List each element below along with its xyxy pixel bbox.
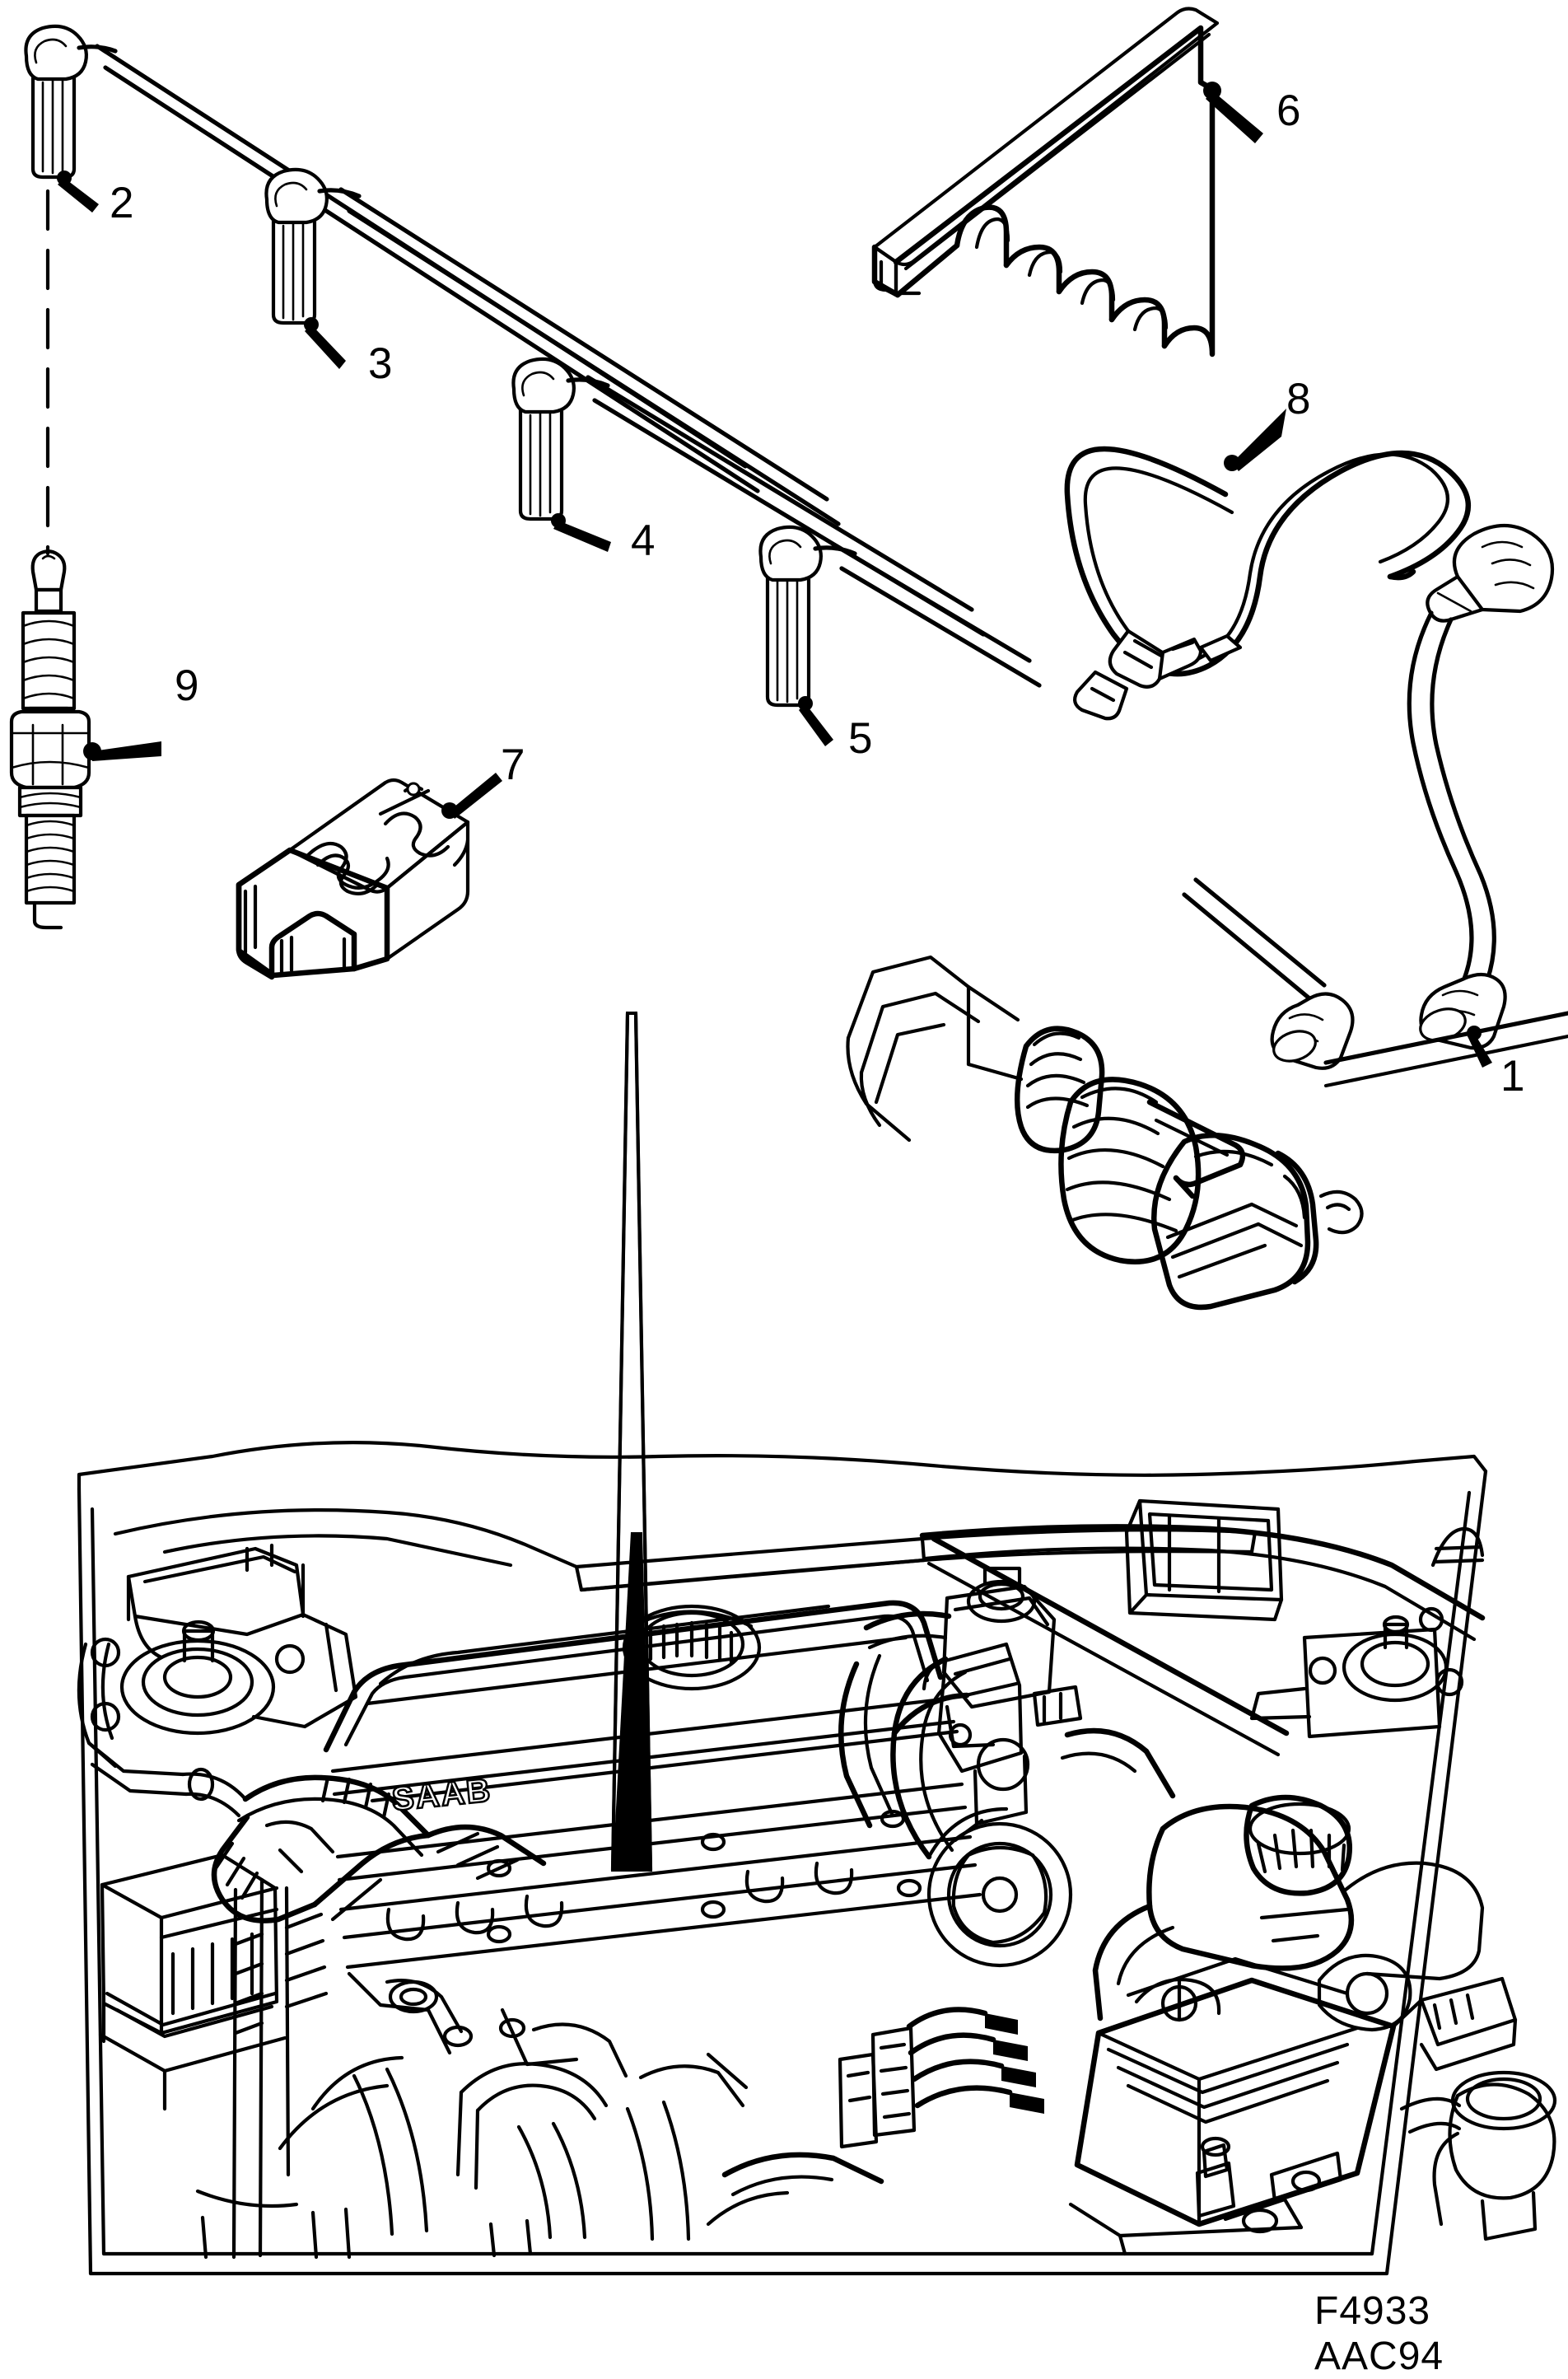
callout-number-2: 2 — [110, 179, 134, 227]
part-6-cable-guide-rail — [871, 7, 1220, 358]
part-7-cable-holder-block — [236, 778, 470, 980]
part-9-spark-plug — [9, 549, 91, 930]
figure-caption: F4933 AAC94 — [1314, 2289, 1444, 2378]
connector-detail-view — [846, 955, 1568, 1311]
callout-number-4: 4 — [631, 516, 656, 565]
lead-cable-4 — [586, 375, 974, 612]
lead-cable-5b — [839, 566, 1042, 688]
pointer-wand — [610, 1011, 653, 1872]
lead-cable-2b — [103, 65, 760, 493]
lead-cable-5 — [833, 543, 1032, 663]
lead-cable-3 — [338, 187, 829, 502]
part-5-lead-boot — [758, 525, 857, 708]
engine-bay-illustration — [77, 1441, 1557, 2276]
callout-number-6: 6 — [1276, 86, 1301, 135]
callout-number-3: 3 — [368, 339, 393, 388]
part-2-lead-boot — [24, 24, 118, 180]
callout-number-9: 9 — [175, 661, 199, 710]
secondary-ignition-lead — [1182, 877, 1355, 1070]
callout-leaders — [57, 82, 1492, 1068]
installed-ignition-leads — [838, 2007, 1044, 2149]
part-4-lead-boot — [511, 357, 610, 521]
callout-number-7: 7 — [501, 741, 525, 789]
callout-number-8: 8 — [1286, 375, 1311, 423]
callout-number-1: 1 — [1500, 1052, 1525, 1101]
part-1-ignition-lead — [1407, 524, 1554, 1050]
part-8-cable-tie — [1064, 446, 1472, 721]
lead-cable-3b — [347, 208, 841, 526]
callout-number-5: 5 — [848, 714, 873, 763]
